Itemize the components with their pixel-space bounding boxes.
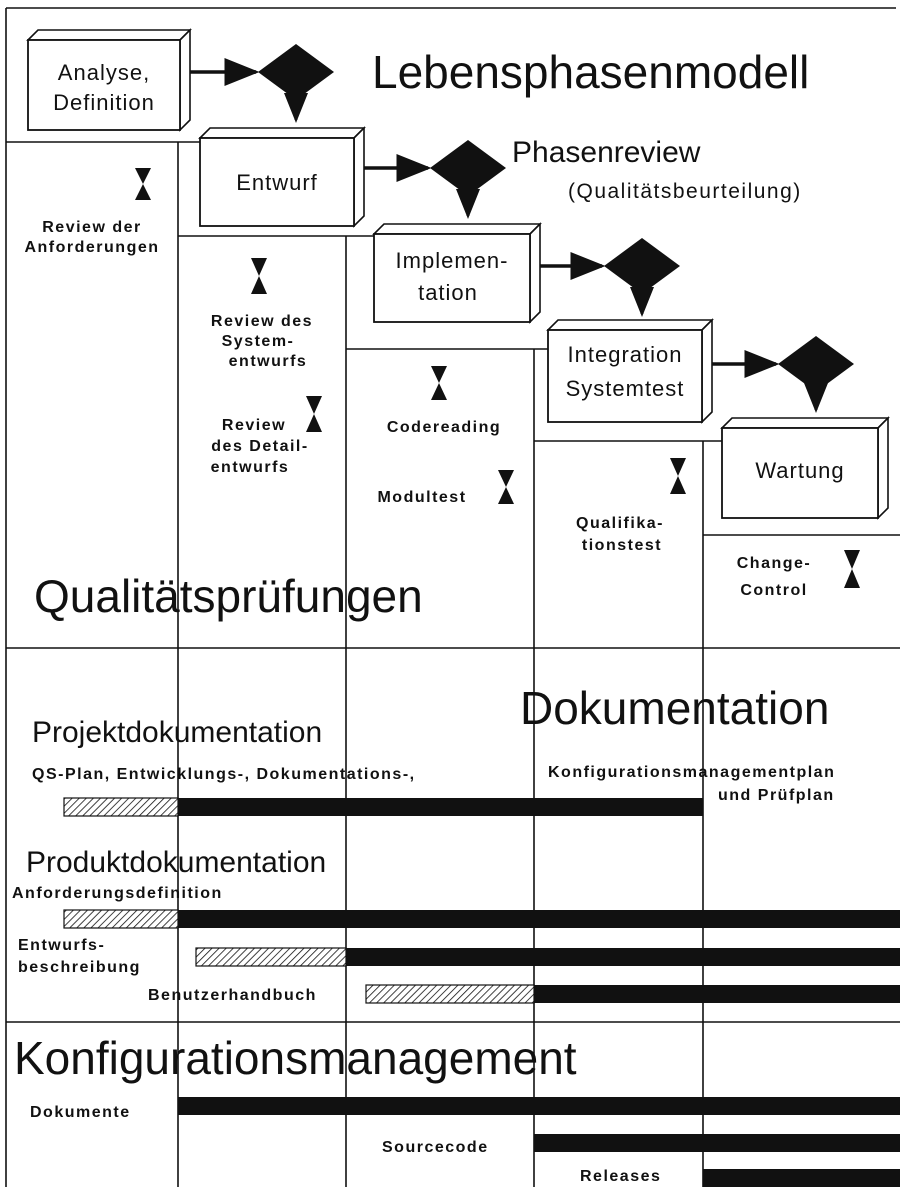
- quality-item-line: Review des: [211, 313, 313, 330]
- phase-box-integration: Integration Systemtest: [546, 318, 714, 424]
- phase-label-line: Analyse,: [58, 60, 150, 85]
- quality-item-line: Anforderungen: [24, 239, 159, 256]
- releases-bar: [703, 1169, 900, 1187]
- hourglass-icons: [135, 168, 860, 588]
- product-doc-item-label: beschreibung: [18, 959, 141, 976]
- documents-bar: [178, 1097, 900, 1115]
- hourglass-icon: [251, 258, 267, 294]
- phase-box-implementation: Implemen- tation: [372, 222, 542, 324]
- quality-item-line: entwurfs: [211, 459, 290, 476]
- phase-grid-upper: [6, 141, 900, 1187]
- sourcecode-bar: [534, 1134, 900, 1152]
- config-item-label: Dokumente: [30, 1104, 131, 1121]
- diagram-title: Lebensphasenmodell: [372, 46, 809, 98]
- quality-item-line: des Detail-: [211, 438, 308, 455]
- review-subheading: (Qualitätsbeurteilung): [568, 180, 802, 203]
- project-doc-text: QS-Plan, Entwicklungs-, Dokumentations-,: [32, 766, 416, 783]
- quality-item-line: Review der: [42, 219, 141, 236]
- hourglass-icon: [306, 396, 322, 432]
- phase-label-line: Entwurf: [236, 170, 318, 195]
- review-flow: [190, 44, 854, 413]
- hourglass-icon: [670, 458, 686, 494]
- phase-label-line: Systemtest: [566, 376, 685, 401]
- phase-label-line: Integration: [568, 342, 683, 367]
- hourglass-icon: [498, 470, 514, 504]
- diagram-frame: [5, 7, 896, 1187]
- requirements-bar: [178, 910, 900, 928]
- phase-box-analyse: Analyse, Definition: [26, 28, 192, 132]
- project-doc-bar: [178, 798, 703, 816]
- config-item-label: Sourcecode: [382, 1139, 489, 1156]
- phase-label-line: Implemen-: [396, 248, 509, 273]
- phase-box-entwurf: Entwurf: [198, 126, 366, 228]
- quality-item-line: Modultest: [377, 489, 466, 506]
- product-doc-item-label: Entwurfs-: [18, 937, 105, 954]
- design-bar: [346, 948, 900, 966]
- quality-item-line: Qualifika-: [576, 515, 664, 532]
- review-diamond-icon: [604, 238, 680, 294]
- quality-heading: Qualitätsprüfungen: [34, 570, 423, 622]
- product-doc-item-label: Benutzerhandbuch: [148, 987, 317, 1004]
- review-diamond-icon: [430, 140, 506, 196]
- hourglass-icon: [135, 168, 151, 200]
- quality-item-line: Control: [740, 582, 807, 599]
- hourglass-icon: [844, 550, 860, 588]
- project-doc-prep-bar: [63, 797, 179, 817]
- quality-item-line: System-: [222, 333, 295, 350]
- quality-item-line: entwurfs: [229, 353, 308, 370]
- quality-item-line: Review: [222, 417, 286, 434]
- phase-label-line: Wartung: [755, 458, 844, 483]
- product-doc-heading: Produktdokumentation: [26, 846, 326, 879]
- quality-item-line: tionstest: [582, 537, 662, 554]
- phase-label-line: tation: [418, 280, 478, 305]
- config-heading: Konfigurationsmanagement: [14, 1032, 577, 1084]
- product-doc-item-label: Anforderungsdefinition: [12, 885, 223, 902]
- review-diamond-icon: [258, 44, 334, 100]
- documentation-heading: Dokumentation: [520, 682, 829, 734]
- review-diamond-icon: [778, 336, 854, 392]
- manual-prep-bar: [365, 984, 535, 1004]
- project-doc-text: und Prüfplan: [718, 787, 835, 804]
- project-doc-text: Konfigurationsmanagementplan: [548, 764, 835, 781]
- phase-box-wartung: Wartung: [720, 416, 890, 520]
- hourglass-icon: [431, 366, 447, 400]
- requirements-prep-bar: [63, 909, 179, 929]
- project-doc-heading: Projektdokumentation: [32, 716, 322, 749]
- phase-label-line: Definition: [53, 90, 155, 115]
- config-item-label: Releases: [580, 1168, 661, 1185]
- quality-item-line: Codereading: [387, 419, 501, 436]
- design-prep-bar: [195, 947, 347, 967]
- manual-bar: [534, 985, 900, 1003]
- quality-item-line: Change-: [737, 555, 812, 572]
- review-heading: Phasenreview: [512, 136, 701, 169]
